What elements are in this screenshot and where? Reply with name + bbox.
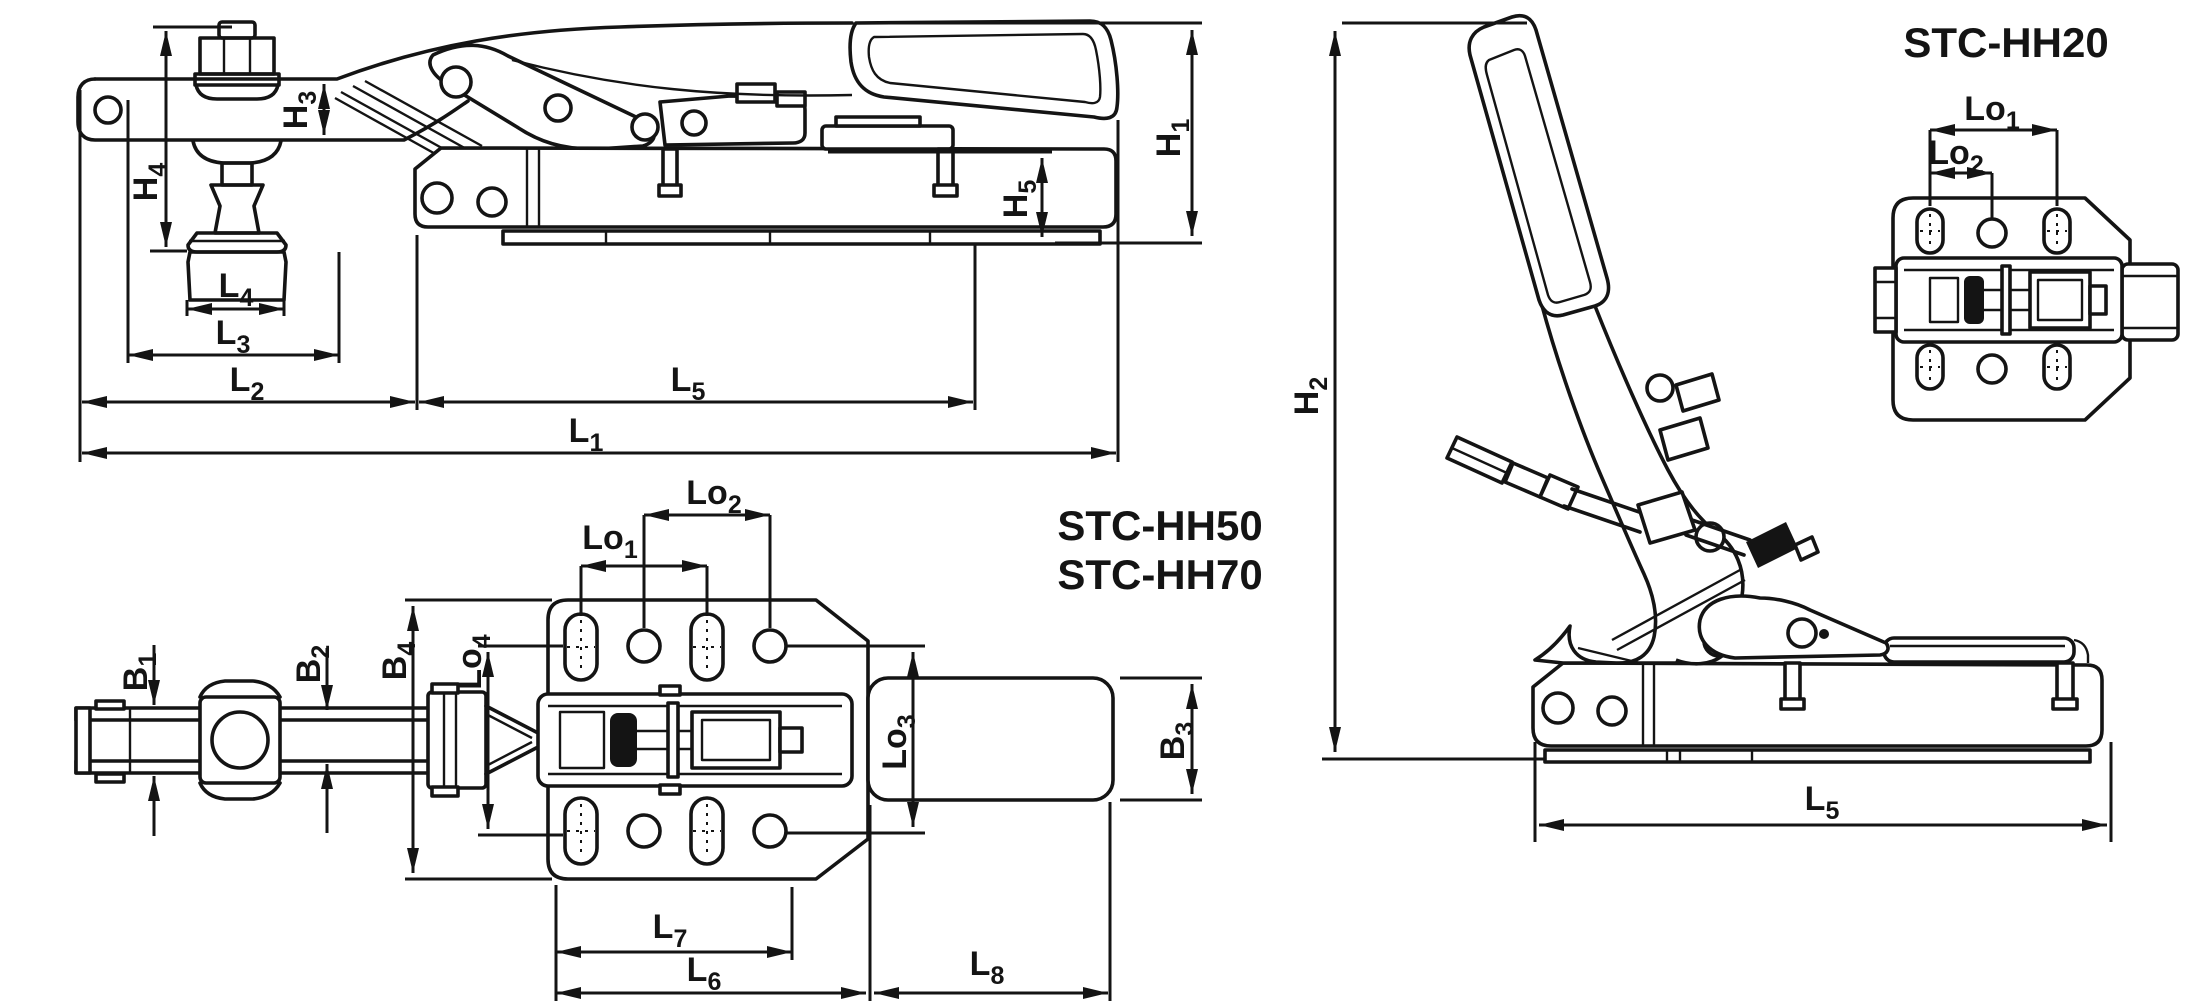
dim-label-l4: L4 — [219, 267, 254, 312]
spindle-assembly-diagonal — [1445, 435, 1820, 568]
pivot-hole — [439, 65, 473, 99]
mounting-hole — [626, 628, 662, 664]
dimensions-hh20: Lo1 Lo2 — [1928, 90, 2059, 219]
mounting-slot — [563, 612, 725, 866]
dim-label-l6: L6 — [687, 951, 722, 996]
dim-label-lo3: Lo3 — [876, 714, 921, 769]
svg-text:H2: H2 — [1288, 377, 1333, 415]
svg-text:H5: H5 — [997, 180, 1042, 219]
pivot-hole — [630, 112, 660, 142]
svg-text:H4: H4 — [127, 163, 172, 202]
svg-text:B2: B2 — [290, 645, 335, 683]
dimensions-side-view: H4 H3 H1 H5 L4 L3 L2 L5 L1 — [78, 21, 1202, 462]
dimensions-plan-view: B1 B2 B4 Lo4 Lo1 Lo2 Lo3 B3 — [117, 474, 1202, 1001]
mounting-plate — [1543, 748, 2092, 764]
mounting-hole — [1596, 695, 1628, 727]
clamp-arm — [76, 21, 854, 142]
handle-grip-vertical — [1467, 13, 1611, 318]
lever-and-linkage — [1533, 301, 1890, 666]
mounting-hole — [752, 813, 788, 849]
view-side-vertical-clamp: H2 L5 — [1288, 13, 2113, 842]
pivot-hole — [1645, 373, 1675, 403]
clamp-arm-top-view — [866, 676, 1115, 802]
svg-text:Lo4: Lo4 — [451, 634, 496, 690]
toggle-linkage — [334, 43, 853, 163]
svg-text:H1: H1 — [1150, 119, 1195, 158]
dim-label-b4: B4 — [376, 642, 421, 681]
mounting-hole — [752, 628, 788, 664]
mounting-hole — [476, 186, 508, 218]
spindle-hole-top — [210, 710, 270, 770]
dim-label-b2: B2 — [290, 645, 335, 683]
dim-label-lo2-hh20: Lo2 — [1928, 134, 1983, 179]
dim-label-b3: B3 — [1154, 722, 1199, 760]
dim-label-h1: H1 — [1150, 119, 1195, 158]
arm-mechanism-hh20 — [1873, 256, 2180, 344]
spring-hatch — [334, 79, 483, 163]
dim-label-l3: L3 — [216, 314, 251, 359]
knurled-knob — [1746, 522, 1798, 568]
arm-mechanism-top — [74, 679, 854, 801]
mounting-hole — [1976, 217, 2008, 249]
mounting-hole — [626, 813, 662, 849]
mounting-hole — [420, 181, 454, 215]
mounting-slot — [1915, 207, 2072, 391]
arm-hole — [93, 95, 123, 125]
svg-text:B4: B4 — [376, 642, 421, 681]
svg-text:H3: H3 — [277, 91, 322, 129]
dim-label-l5-side: L5 — [671, 361, 706, 406]
view-side-horizontal-clamp: H4 H3 H1 H5 L4 L3 L2 L5 L1 — [76, 19, 1202, 462]
spindle-assembly — [186, 20, 288, 302]
dim-label-l8: L8 — [970, 945, 1005, 990]
clamping-rail — [1882, 636, 2076, 664]
dim-label-lo4: Lo4 — [451, 634, 496, 690]
pivot-hole — [543, 93, 573, 123]
dim-label-h3: H3 — [277, 91, 322, 129]
dim-label-h2: H2 — [1288, 377, 1333, 415]
clamp-base-right — [1531, 636, 2104, 764]
dim-label-l5-vertical: L5 — [1805, 780, 1840, 825]
stop-pin — [2055, 661, 2075, 703]
mounting-plate — [501, 229, 1102, 246]
model-title-hh20: STC-HH20 — [1903, 19, 2108, 66]
clamping-rail — [820, 124, 955, 151]
handle-grip — [848, 19, 1120, 121]
stop-pin — [661, 147, 679, 189]
knurled-knob — [1964, 276, 1984, 324]
dim-label-l7: L7 — [653, 908, 688, 953]
svg-text:B3: B3 — [1154, 722, 1199, 760]
dim-label-lo1: Lo1 — [582, 519, 638, 564]
dim-label-lo1-hh20: Lo1 — [1964, 90, 2020, 135]
clamp-base — [413, 115, 1118, 246]
svg-text:B1: B1 — [117, 653, 162, 692]
dim-label-l1: L1 — [569, 412, 604, 457]
stop-pin — [1783, 661, 1802, 703]
model-title-hh70: STC-HH70 — [1057, 551, 1262, 598]
stop-pin — [936, 147, 955, 189]
knurled-knob — [610, 713, 637, 767]
dimensions-vertical-view: H2 L5 — [1288, 21, 2113, 842]
dim-label-b1: B1 — [117, 653, 162, 692]
view-plan-clamp: B1 B2 B4 Lo4 Lo1 Lo2 Lo3 B3 — [74, 474, 1263, 1001]
mounting-hole — [1976, 353, 2008, 385]
dim-label-lo2: Lo2 — [686, 474, 741, 519]
dim-label-h4: H4 — [127, 163, 172, 202]
model-title-hh50: STC-HH50 — [1057, 502, 1262, 549]
view-plan-hh20: STC-HH20 — [1873, 19, 2180, 422]
mounting-hole — [1541, 691, 1575, 725]
svg-text:Lo3: Lo3 — [876, 714, 921, 769]
pivot-hole — [680, 109, 708, 137]
dim-label-l2: L2 — [230, 361, 265, 406]
dim-label-h5: H5 — [997, 180, 1042, 219]
